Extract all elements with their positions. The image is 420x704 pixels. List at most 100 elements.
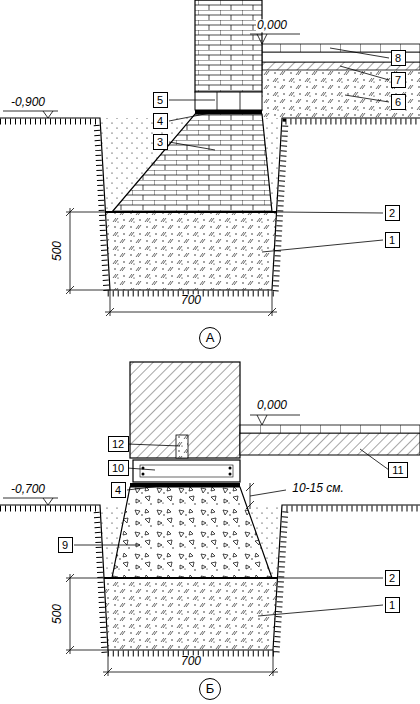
callout-text: 10 xyxy=(112,462,124,474)
insulation-b xyxy=(176,435,188,458)
level-mark: 0,000 xyxy=(256,19,288,32)
callout-text: А xyxy=(206,331,215,345)
callout-text: 2 xyxy=(389,572,395,584)
dimension-a xyxy=(66,208,110,294)
level-mark: -0,900 xyxy=(10,96,46,109)
callout-text: 6 xyxy=(395,96,401,108)
insulation-b xyxy=(176,435,188,458)
brick-footing-a xyxy=(112,114,272,212)
callout-number: 4 xyxy=(153,113,168,129)
sand-cushion-b xyxy=(104,578,278,650)
leader-line-a xyxy=(330,48,389,58)
brick-wall-a xyxy=(195,0,262,92)
waterproofing-b xyxy=(130,483,240,487)
dimension-text: 700 xyxy=(180,294,202,307)
sand-cushion-a xyxy=(106,212,277,290)
callout-text: 12 xyxy=(112,438,124,450)
leader-line-b xyxy=(278,578,383,579)
ground-line-b xyxy=(0,509,420,654)
sand-cushion-a xyxy=(106,212,277,290)
leader-line-b xyxy=(246,483,286,509)
callout-number: 4 xyxy=(111,482,126,498)
ring-beam-b xyxy=(133,460,240,482)
callout-number: 5 xyxy=(153,92,168,108)
callout-number: 7 xyxy=(391,72,406,88)
floor-tiles-b xyxy=(240,425,420,433)
callout-text: 5 xyxy=(157,94,163,106)
leader-line-a xyxy=(169,48,389,252)
floor-slab-b xyxy=(240,433,420,455)
leader-line-b xyxy=(127,468,155,470)
leader-line-b xyxy=(127,444,180,446)
callout-number: 11 xyxy=(388,462,408,478)
sand-cushion-b xyxy=(104,578,278,650)
ring-beam-b xyxy=(142,473,145,476)
block-course-a xyxy=(195,92,262,110)
leader-line-a xyxy=(169,142,215,150)
dimension-a xyxy=(66,208,277,316)
callout-text: 1 xyxy=(389,234,395,246)
dimension-text: 10-15 см. xyxy=(291,482,345,495)
bed-layer-a xyxy=(106,212,277,213)
level-mark-a xyxy=(3,111,58,118)
level-mark-a xyxy=(3,34,300,118)
leader-line-a xyxy=(345,95,389,102)
waterproofing-b xyxy=(130,483,240,487)
callout-text: 11 xyxy=(392,464,403,476)
dimension-text: 500 xyxy=(51,240,64,262)
callout-number: 2 xyxy=(385,205,400,221)
callout-text: 8 xyxy=(395,52,401,64)
callout-number: 1 xyxy=(385,597,400,613)
dimension-b xyxy=(103,650,278,676)
ground-line-b xyxy=(0,505,420,654)
leader-line-b xyxy=(258,605,383,616)
callout-text: 3 xyxy=(157,136,163,148)
callout-number: 10 xyxy=(108,460,129,476)
level-mark: 0,000 xyxy=(256,399,288,412)
callout-number: 8 xyxy=(391,50,406,66)
fill-layer-a xyxy=(262,70,420,118)
dimension-b xyxy=(66,574,108,654)
level-mark-b xyxy=(3,415,300,505)
floor-tiles-b xyxy=(240,425,420,433)
ground-line-a xyxy=(0,118,420,294)
leader-line-a xyxy=(262,240,383,252)
leader-line-a xyxy=(169,112,215,121)
callout-text: 4 xyxy=(157,115,163,127)
callout-number: 6 xyxy=(391,94,406,110)
level-mark-b xyxy=(250,415,300,425)
callout-number: 9 xyxy=(58,537,73,553)
leader-line-b xyxy=(74,444,389,616)
ring-beam-b xyxy=(229,467,232,470)
callout-number: 1 xyxy=(385,232,400,248)
callout-text: 2 xyxy=(389,207,395,219)
ground-line-a xyxy=(0,118,420,290)
level-mark: -0,700 xyxy=(10,483,46,496)
block-course-a xyxy=(195,92,262,110)
leader-line-b xyxy=(127,485,170,490)
callout-text: 9 xyxy=(62,539,68,551)
block-course-a xyxy=(217,92,240,110)
ground-line-a xyxy=(0,122,420,294)
leader-line-a xyxy=(169,100,215,101)
ground-line-b xyxy=(0,505,420,650)
wall-b xyxy=(130,362,240,458)
leader-line-b xyxy=(360,449,389,470)
dimension-text: 700 xyxy=(180,655,202,668)
callout-number: 3 xyxy=(153,134,168,150)
leader-line-b xyxy=(74,545,140,546)
level-mark-b xyxy=(3,498,58,505)
callout-text: 7 xyxy=(395,74,401,86)
section-mark: А xyxy=(199,327,221,349)
brick-footing-a xyxy=(112,114,272,212)
section-mark: Б xyxy=(199,678,221,700)
callout-text: 4 xyxy=(115,484,121,496)
callout-number: 2 xyxy=(385,570,400,586)
callout-text: Б xyxy=(206,682,215,696)
bed-layer-a xyxy=(106,211,277,213)
floor-slab-b xyxy=(240,433,420,455)
rubble-concrete-footing-b xyxy=(112,487,272,578)
level-mark-a xyxy=(250,34,300,44)
fill-layer-a xyxy=(262,70,420,118)
